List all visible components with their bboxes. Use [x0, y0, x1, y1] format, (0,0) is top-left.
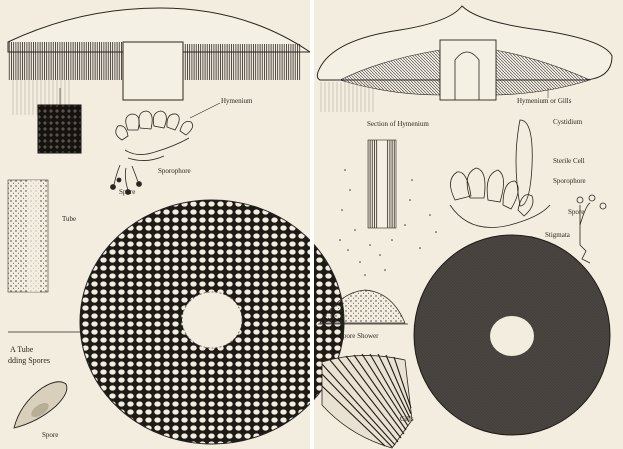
left-panel [8, 8, 344, 444]
label-shedding-spores: dding Spores [8, 356, 50, 365]
tube-layer-left [8, 42, 123, 80]
panel-divider [310, 0, 314, 449]
label-cystidium: Cystidium [553, 118, 582, 126]
label-spore-top: Spore [119, 188, 135, 196]
gills-fan [322, 354, 412, 448]
label-tube: Tube [62, 215, 76, 223]
label-spore-right: Spore [568, 208, 584, 216]
label-hymenium: Hymenium [221, 97, 253, 105]
label-sporophore: Sporophore [158, 167, 191, 175]
label-hymenium-or-gills: Hymenium or Gills [517, 97, 571, 105]
label-stigmata: Stigmata [545, 231, 570, 239]
label-section-of-hymenium: Section of Hymenium [367, 120, 429, 128]
label-sterile-cell: Sterile Cell [553, 157, 585, 165]
label-spore-shower: Spore Shower [339, 332, 378, 340]
right-panel [317, 6, 612, 448]
pore-surface-disc [80, 200, 344, 444]
label-sporophore-right: Sporophore [553, 177, 586, 185]
pore-section-square [38, 105, 81, 153]
sporophore-cluster [111, 111, 193, 195]
hymenium-section [368, 140, 396, 228]
label-gills: Gills [400, 415, 414, 423]
mushroom-stem-left [123, 42, 183, 100]
label-a-tube: A Tube [10, 345, 33, 354]
spore-print-disc [414, 235, 610, 435]
label-spore-bottom: Spore [42, 431, 58, 439]
mushroom-stem-right [440, 40, 496, 100]
